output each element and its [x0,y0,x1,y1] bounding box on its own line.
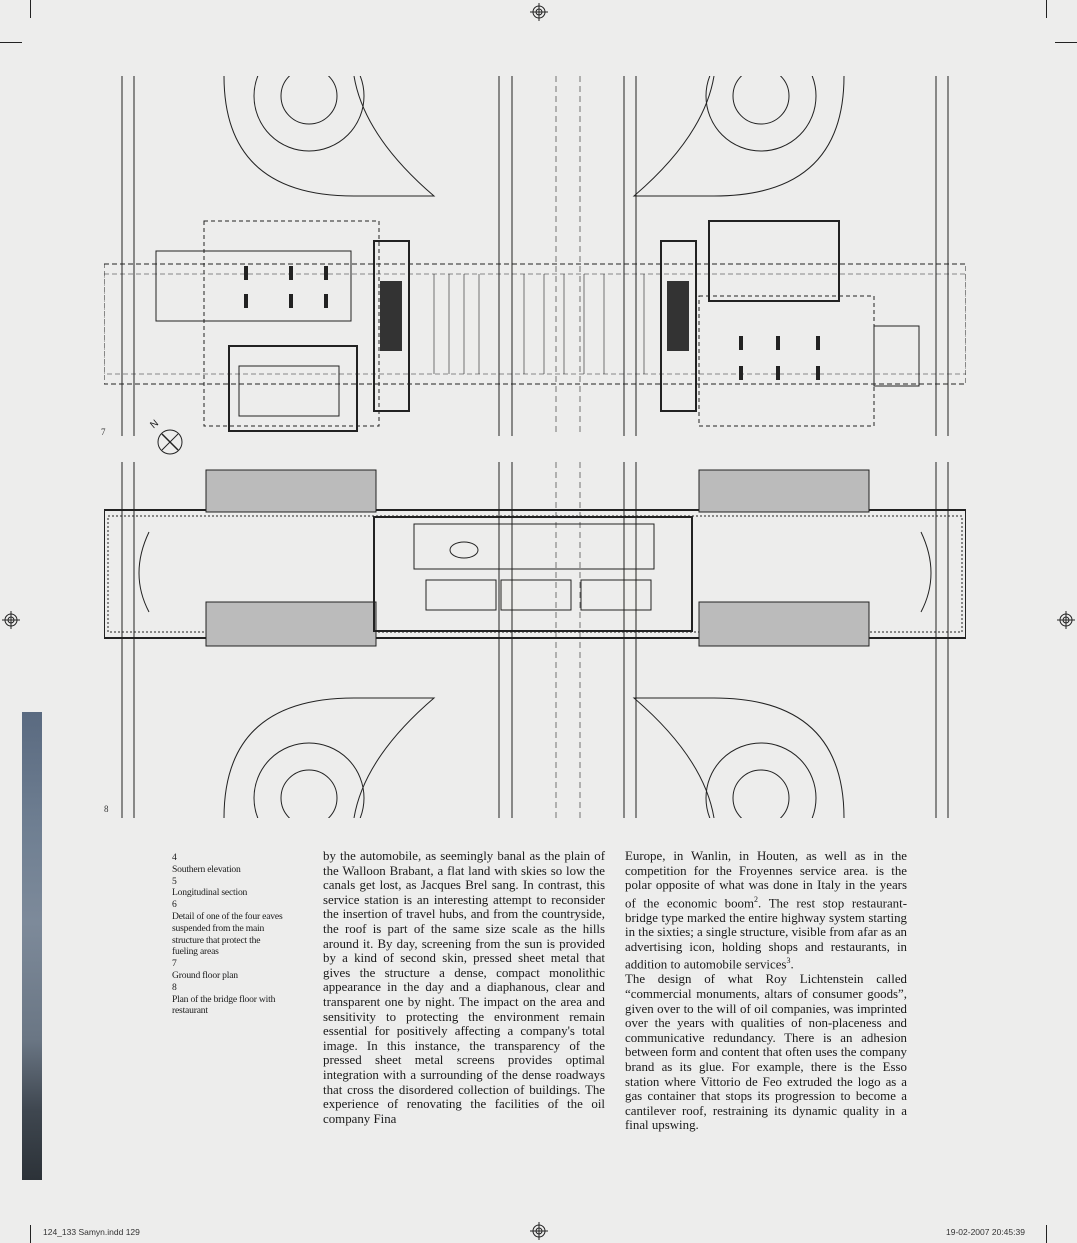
footnote-ref: 2 [754,894,759,904]
caption-text: Plan of the bridge floor with restaurant [172,993,276,1017]
caption-number: 7 [172,958,177,970]
body-text: Europe, in Wanlin, in Houten, as well as… [625,849,907,911]
footnote-ref: 3 [786,956,791,966]
caption-number: 8 [172,981,177,993]
caption-text: Detail of one of the four eaves suspende… [172,910,283,958]
caption-text: Southern elevation [172,863,241,875]
north-arrow-icon [157,429,183,455]
registration-mark-icon [1057,611,1075,629]
figure-number: 7 [101,427,106,437]
body-text: . The rest stop restaurant-bridge type m… [625,896,907,972]
bridge-floor-plan [104,462,966,818]
caption-number: 4 [172,852,177,863]
crop-mark [0,42,22,43]
body-text: . [790,957,794,972]
figure-captions: 4 Southern elevation 5 Longitudinal sect… [172,852,284,1017]
crop-mark [1055,42,1077,43]
ground-floor-plan [104,76,966,436]
crop-mark [30,0,31,18]
caption-text: Longitudinal section [172,887,248,899]
body-paragraph: Europe, in Wanlin, in Houten, as well as… [625,849,907,972]
slug-file: 124_133 Samyn.indd 129 [43,1227,140,1237]
crop-mark [30,1225,31,1243]
slug-datetime: 19-02-2007 20:45:39 [946,1227,1025,1237]
registration-mark-icon [2,611,20,629]
registration-mark-icon [530,1222,548,1240]
body-paragraph: The design of what Roy Lichtenstein call… [625,972,907,1133]
body-column-2: Europe, in Wanlin, in Houten, as well as… [625,849,907,1133]
body-paragraph: by the automobile, as seemingly banal as… [323,849,605,1126]
caption-number: 5 [172,875,177,887]
caption-text: Ground floor plan [172,969,238,981]
caption-number: 6 [172,899,177,911]
crop-mark [1046,1225,1047,1243]
crop-mark [1046,0,1047,18]
body-column-1: by the automobile, as seemingly banal as… [323,849,605,1126]
photo-strip [22,712,42,1180]
registration-mark-icon [530,3,548,21]
figure-number: 8 [104,804,109,814]
